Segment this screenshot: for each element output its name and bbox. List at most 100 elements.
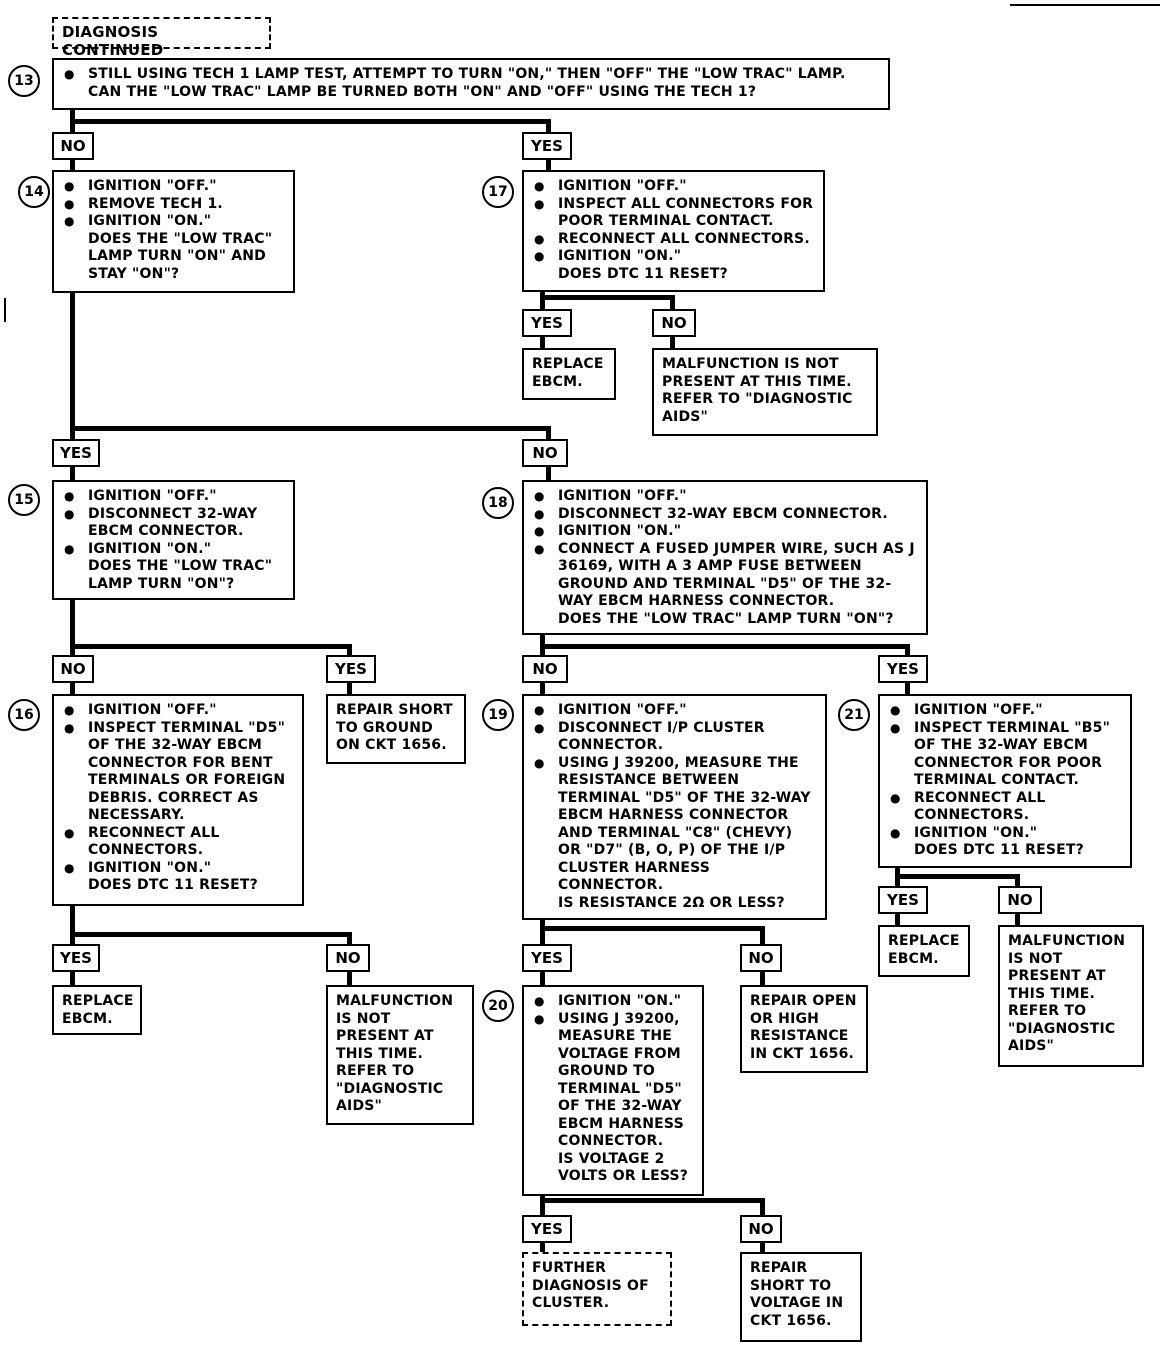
step-18-bullet: CONNECT A FUSED JUMPER WIRE, SUCH AS J 3…	[532, 541, 918, 611]
step-19-question: IS RESISTANCE 2Ω OR LESS?	[558, 894, 785, 911]
label-no: NO	[740, 944, 782, 972]
connector	[70, 291, 75, 439]
step-14-bullet: IGNITION "OFF."	[62, 178, 285, 196]
step-13-text: STILL USING TECH 1 LAMP TEST, ATTEMPT TO…	[62, 66, 880, 101]
connector	[347, 971, 352, 985]
result-further-diagnosis-of-cluster: FURTHER DIAGNOSIS OF CLUSTER.	[522, 1252, 672, 1326]
connector	[540, 682, 545, 694]
step-21-bullet: IGNITION "OFF."	[888, 702, 1122, 720]
result-replace-ebcm: REPLACE EBCM.	[878, 925, 970, 977]
step-21-question: DOES DTC 11 RESET?	[914, 842, 1084, 858]
label-no: NO	[52, 132, 94, 160]
connector	[540, 971, 545, 985]
label-no: NO	[740, 1215, 782, 1243]
label-no: NO	[522, 655, 568, 683]
connector	[670, 295, 675, 309]
step-20-question: IS VOLTAGE 2 VOLTS OR LESS?	[558, 1150, 689, 1185]
connector	[670, 336, 675, 348]
step-17-number: 17	[482, 176, 514, 208]
step-18-bullet: IGNITION "ON."	[532, 523, 918, 541]
step-15-bullet: DISCONNECT 32-WAY EBCM CONNECTOR.	[62, 506, 285, 541]
connector	[760, 971, 765, 985]
label-no: NO	[652, 309, 696, 337]
connector	[760, 1242, 765, 1252]
step-21-bullet: INSPECT TERMINAL "B5" OF THE 32-WAY EBCM…	[888, 720, 1122, 790]
connector	[70, 466, 75, 480]
scan-mark	[4, 298, 6, 322]
step-19-bullet: USING J 39200, MEASURE THE RESISTANCE BE…	[532, 755, 817, 895]
step-16-bullet: INSPECT TERMINAL "D5" OF THE 32-WAY EBCM…	[62, 720, 294, 825]
connector	[347, 682, 352, 694]
label-no: NO	[522, 439, 568, 467]
step-18-bullet: DISCONNECT 32-WAY EBCM CONNECTOR.	[532, 506, 918, 524]
result-replace-ebcm: REPLACE EBCM.	[522, 348, 616, 400]
step-17-bullet: INSPECT ALL CONNECTORS FOR POOR TERMINAL…	[532, 196, 815, 231]
result-repair-short-to-voltage: REPAIR SHORT TO VOLTAGE IN CKT 1656.	[740, 1252, 862, 1342]
connector	[70, 109, 75, 133]
diagnosis-header: DIAGNOSIS CONTINUED	[52, 17, 271, 58]
scan-mark	[1010, 4, 1160, 6]
connector	[895, 866, 900, 886]
step-13-number: 13	[8, 65, 40, 97]
connector	[540, 295, 675, 300]
connector	[546, 160, 551, 170]
label-yes: YES	[326, 655, 376, 683]
step-16-bullet: RECONNECT ALL CONNECTORS.	[62, 825, 294, 860]
label-yes: YES	[52, 439, 100, 467]
step-15-bullet: IGNITION "ON."	[62, 541, 285, 559]
step-20-box: IGNITION "ON." USING J 39200, MEASURE TH…	[522, 985, 704, 1196]
step-19-bullet: IGNITION "OFF."	[532, 702, 817, 720]
step-14-bullet: IGNITION "ON."	[62, 213, 285, 231]
connector	[1015, 913, 1020, 925]
label-yes: YES	[522, 309, 572, 337]
step-16-bullet: IGNITION "ON."	[62, 860, 294, 878]
label-no: NO	[998, 886, 1042, 914]
step-18-question: DOES THE "LOW TRAC" LAMP TURN "ON"?	[558, 610, 894, 627]
connector	[70, 160, 75, 170]
connector	[540, 1242, 545, 1252]
connector	[540, 291, 545, 309]
result-malfunction-not-present: MALFUNCTION IS NOT PRESENT AT THIS TIME.…	[998, 925, 1144, 1067]
step-17-box: IGNITION "OFF." INSPECT ALL CONNECTORS F…	[522, 170, 825, 292]
label-yes: YES	[522, 944, 572, 972]
connector	[895, 913, 900, 927]
step-17-bullet: IGNITION "OFF."	[532, 178, 815, 196]
connector	[540, 926, 765, 931]
step-13-box: STILL USING TECH 1 LAMP TEST, ATTEMPT TO…	[52, 58, 890, 110]
connector	[70, 119, 548, 124]
label-yes: YES	[878, 886, 928, 914]
step-20-bullet: USING J 39200, MEASURE THE VOLTAGE FROM …	[532, 1011, 694, 1151]
step-21-bullet: IGNITION "ON."	[888, 825, 1122, 843]
connector	[760, 926, 765, 944]
label-no: NO	[326, 944, 370, 972]
step-14-question: DOES THE "LOW TRAC" LAMP TURN "ON" AND S…	[88, 230, 273, 282]
label-yes: YES	[52, 944, 100, 972]
step-15-question: DOES THE "LOW TRAC" LAMP TURN "ON"?	[88, 558, 273, 592]
result-malfunction-not-present: MALFUNCTION IS NOT PRESENT AT THIS TIME.…	[652, 348, 878, 436]
step-19-bullet: DISCONNECT I/P CLUSTER CONNECTOR.	[532, 720, 817, 755]
connector	[895, 874, 1020, 879]
connector	[540, 634, 545, 655]
step-17-bullet: IGNITION "ON."	[532, 248, 815, 266]
connector	[70, 904, 75, 944]
result-malfunction-not-present: MALFUNCTION IS NOT PRESENT AT THIS TIME.…	[326, 985, 474, 1125]
connector	[347, 644, 352, 655]
step-19-number: 19	[482, 699, 514, 731]
step-16-bullet: IGNITION "OFF."	[62, 702, 294, 720]
step-15-number: 15	[8, 484, 40, 516]
label-yes: YES	[878, 655, 928, 683]
connector	[905, 644, 910, 655]
step-14-bullet: REMOVE TECH 1.	[62, 196, 285, 214]
step-17-question: DOES DTC 11 RESET?	[558, 265, 728, 282]
step-17-bullet: RECONNECT ALL CONNECTORS.	[532, 231, 815, 249]
step-21-bullet: RECONNECT ALL CONNECTORS.	[888, 790, 1122, 825]
connector	[70, 599, 75, 655]
result-replace-ebcm: REPLACE EBCM.	[52, 985, 142, 1035]
step-15-box: IGNITION "OFF." DISCONNECT 32-WAY EBCM C…	[52, 480, 295, 600]
step-21-box: IGNITION "OFF." INSPECT TERMINAL "B5" OF…	[878, 694, 1132, 868]
step-14-number: 14	[18, 176, 50, 208]
connector	[70, 644, 352, 649]
connector	[540, 644, 910, 649]
label-yes: YES	[522, 132, 572, 160]
result-repair-open-or-high-resistance: REPAIR OPEN OR HIGH RESISTANCE IN CKT 16…	[740, 985, 868, 1073]
